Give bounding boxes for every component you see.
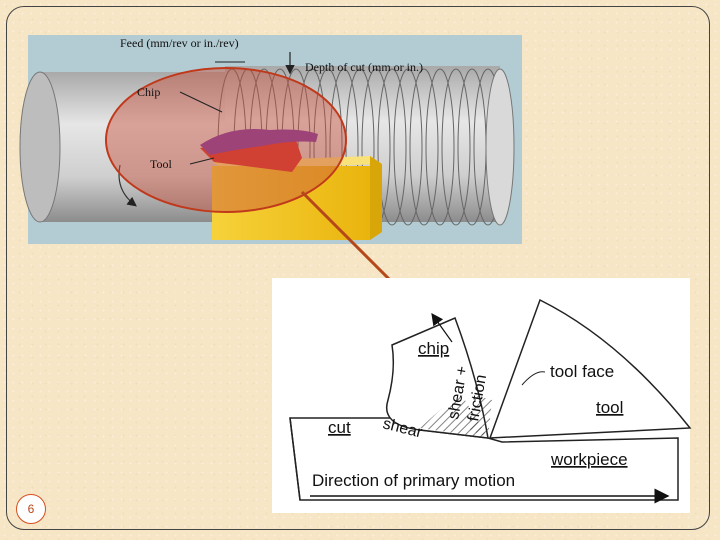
chip-flow-arrow [431, 313, 453, 343]
chip-detail-label: chip [418, 339, 449, 358]
workpiece-label: workpiece [550, 450, 628, 469]
chip-shape [200, 129, 318, 155]
tool-label: Tool [150, 157, 172, 171]
tool-leader [189, 157, 215, 165]
depth-of-cut-label: Depth of cut (mm or in.) [305, 60, 423, 74]
tool-face-leader [521, 371, 546, 386]
turning-illustration: Feed (mm/rev or in./rev) Depth of cut (m… [19, 35, 522, 244]
highlight-circle [105, 67, 347, 213]
slide-frame [6, 6, 710, 530]
cut-label: cut [328, 418, 351, 437]
rotation-arrow [118, 164, 137, 207]
chip-label: Chip [137, 85, 160, 99]
feed-label: Feed (mm/rev or in./rev) [120, 36, 239, 50]
slide-number-badge: 6 [16, 494, 46, 524]
chip-leader [179, 91, 223, 113]
cutting-detail-illustration: chip shear + friction tool face tool cut… [272, 278, 692, 513]
tool-wedge [488, 298, 692, 439]
tool-face-label: tool face [550, 362, 614, 381]
primary-motion-label: Direction of primary motion [312, 471, 515, 490]
tool-detail-label: tool [596, 398, 623, 417]
